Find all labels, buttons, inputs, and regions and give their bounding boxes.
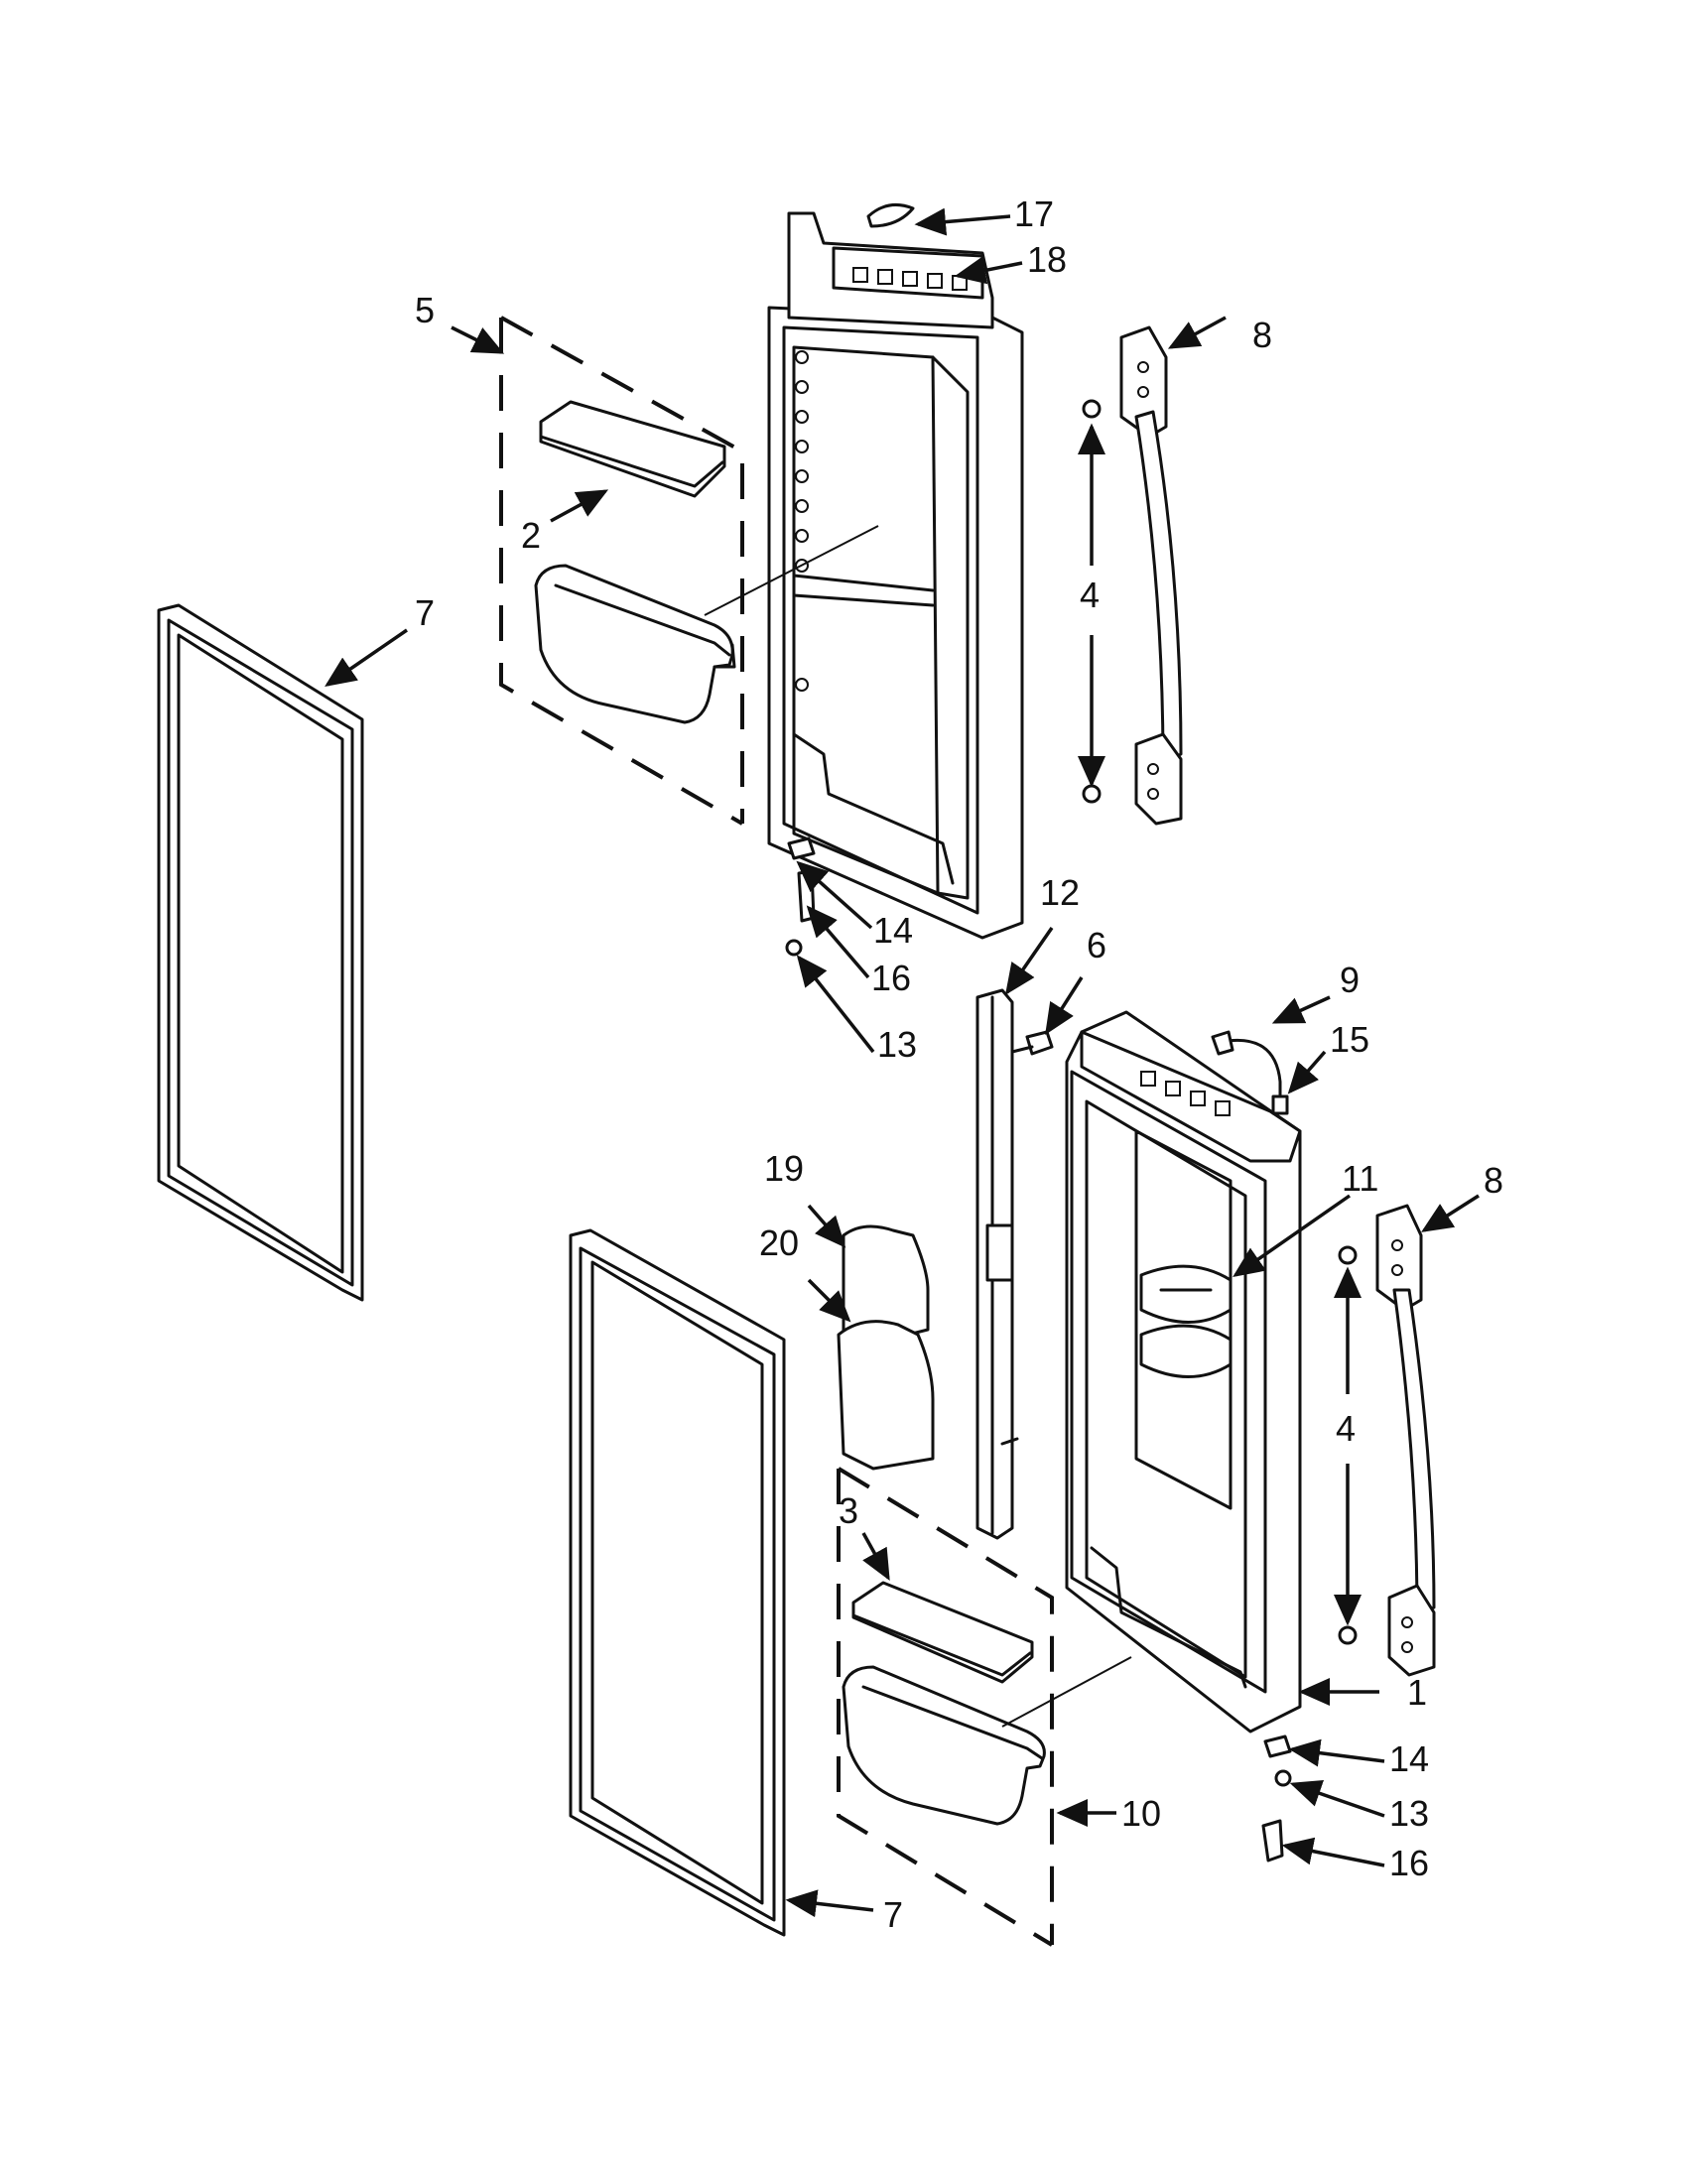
- door-gasket-upper: [157, 603, 364, 1302]
- callout-6: 6: [1087, 925, 1106, 965]
- callout-14-upper: 14: [873, 910, 913, 951]
- callout-9: 9: [1340, 960, 1360, 1000]
- fitting-part-15: [1271, 1094, 1289, 1115]
- callout-4-lower: 4: [1336, 1408, 1356, 1449]
- center-mullion-part-12: [975, 988, 1019, 1540]
- upper-hinge-hardware: [785, 836, 816, 957]
- callout-14-lower: 14: [1389, 1738, 1429, 1779]
- door-gasket-lower: [569, 1228, 786, 1937]
- callout-8-lower: 8: [1484, 1160, 1503, 1201]
- door-bin-upper: [534, 564, 734, 724]
- door-handle-upper: [1119, 325, 1183, 826]
- assembly-line-upper: [704, 525, 879, 616]
- callout-8-upper: 8: [1252, 315, 1272, 355]
- assembly-line-lower: [1001, 1656, 1132, 1728]
- callout-13-lower: 13: [1389, 1793, 1429, 1834]
- callout-4-upper: 4: [1080, 575, 1100, 615]
- callout-11: 11: [1342, 1158, 1378, 1199]
- cap-part-17: [866, 202, 915, 228]
- callout-12: 12: [1040, 872, 1080, 913]
- shelf-kit-box-5: [499, 316, 744, 826]
- shelf-part-2: [539, 400, 726, 498]
- callout-19: 19: [764, 1148, 804, 1189]
- callout-7-upper: 7: [415, 592, 435, 633]
- callout-15: 15: [1330, 1019, 1369, 1060]
- upper-door-liner: [767, 211, 1024, 940]
- handle-screws: [1082, 399, 1358, 1645]
- door-handle-lower: [1375, 1204, 1436, 1677]
- callout-18: 18: [1027, 239, 1067, 280]
- lower-door-cap-slots: [1140, 1071, 1231, 1116]
- callout-10: 10: [1121, 1793, 1161, 1834]
- callout-17: 17: [1014, 193, 1054, 234]
- shelf-kit-box-10: [837, 1467, 1054, 1947]
- callout-20: 20: [759, 1222, 799, 1263]
- callout-2: 2: [521, 515, 541, 556]
- callout-13-upper: 13: [877, 1024, 917, 1065]
- callout-16-upper: 16: [871, 958, 911, 998]
- callout-16-lower: 16: [1389, 1843, 1429, 1883]
- door-bin-lower: [842, 1665, 1046, 1826]
- callout-leaders: [324, 207, 1480, 1918]
- callout-1: 1: [1407, 1672, 1427, 1713]
- ice-bin-part-20: [837, 1320, 935, 1471]
- callout-labels: 17 18 5 8 2 4 7 14 16 13 12 6 9 15 11 8 …: [415, 193, 1503, 1935]
- ice-bin-part-19: [842, 1224, 930, 1347]
- dispenser-housing-part-11: [1139, 1264, 1233, 1378]
- shelf-stud-column: [795, 350, 809, 692]
- water-tube-part-9: [1219, 1038, 1282, 1108]
- callout-7-lower: 7: [883, 1894, 903, 1935]
- callout-5: 5: [415, 290, 435, 330]
- screw-part-6: [1025, 1030, 1054, 1056]
- lower-hinge-hardware: [1261, 1734, 1292, 1863]
- shelf-part-3: [851, 1581, 1034, 1684]
- callout-3: 3: [839, 1490, 858, 1531]
